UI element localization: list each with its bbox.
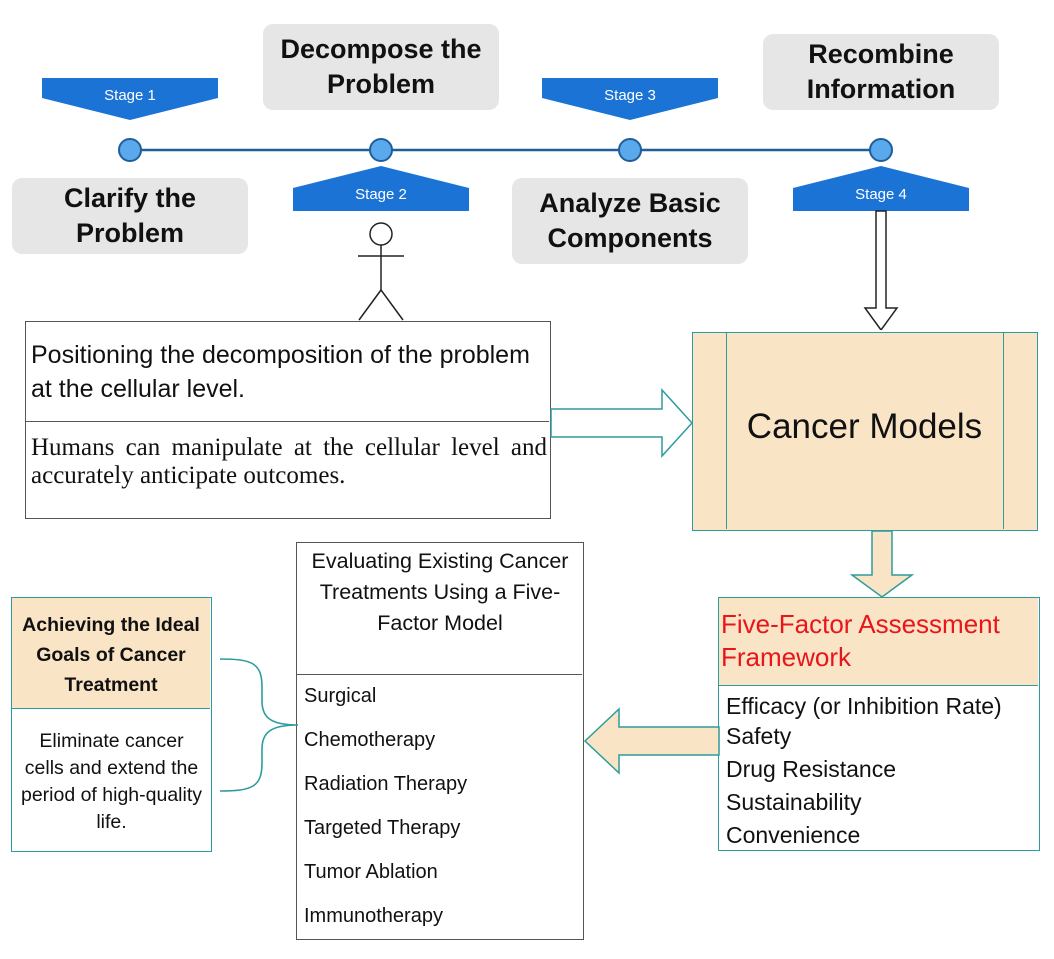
stage-1-tag: Stage 1 <box>104 87 156 104</box>
timeline-node-3 <box>618 138 642 162</box>
right-arrow-to-models <box>550 388 694 458</box>
down-arrow-to-framework <box>849 531 915 598</box>
treatment-ablation: Tumor Ablation <box>304 861 438 883</box>
treatment-radiation: Radiation Therapy <box>304 773 468 795</box>
stage-3-tag: Stage 3 <box>604 87 656 104</box>
stage-4-title: Recombine Information <box>763 34 999 110</box>
models-right-rule <box>1003 333 1004 529</box>
treatment-targeted: Targeted Therapy <box>304 817 461 839</box>
left-arrow-to-evaluation <box>583 707 720 775</box>
framework-header: Five-Factor Assessment Framework <box>719 598 1038 686</box>
factor-drug-resistance: Drug Resistance <box>726 756 897 782</box>
timeline-node-2 <box>369 138 393 162</box>
stage-4-down-arrow <box>863 210 899 330</box>
stage-2-tag: Stage 2 <box>355 186 407 203</box>
stage-4-banner <box>793 166 969 211</box>
cancer-models-box: Cancer Models <box>692 332 1038 531</box>
stage-2-title: Decompose the Problem <box>263 24 499 110</box>
timeline-node-4 <box>869 138 893 162</box>
goals-body: Eliminate cancer cells and extend the pe… <box>20 730 203 833</box>
stage-3-banner <box>542 78 718 120</box>
factor-efficacy: Efficacy (or Inhibition Rate) <box>726 693 1002 719</box>
treatment-chemotherapy: Chemotherapy <box>304 729 436 751</box>
stage-2-banner <box>293 166 469 211</box>
framework-factors: Efficacy (or Inhibition Rate) Safety Dru… <box>726 690 1038 852</box>
cancer-models-label: Cancer Models <box>746 407 983 446</box>
evaluation-divider <box>297 674 582 675</box>
stage-1-title: Clarify the Problem <box>12 178 248 254</box>
goals-box: Achieving the Ideal Goals of Cancer Trea… <box>11 597 212 852</box>
stage-4-tag: Stage 4 <box>855 186 907 203</box>
positioning-heading: Positioning the decomposition of the pro… <box>31 341 530 403</box>
factor-sustainability: Sustainability <box>726 789 862 815</box>
treatment-surgical: Surgical <box>304 685 377 707</box>
timeline-node-1 <box>118 138 142 162</box>
curly-brace <box>219 658 299 792</box>
factor-convenience: Convenience <box>726 822 861 848</box>
stick-figure-icon <box>358 222 404 321</box>
framework-box: Five-Factor Assessment Framework Efficac… <box>718 597 1040 851</box>
timeline-graphics <box>42 78 969 330</box>
positioning-body: Humans can manipulate at the cellular le… <box>31 434 547 489</box>
goals-header: Achieving the Ideal Goals of Cancer Trea… <box>12 598 210 709</box>
stage-1-banner <box>42 78 218 120</box>
framework-title: Five-Factor Assessment Framework <box>721 609 1000 672</box>
goals-title: Achieving the Ideal Goals of Cancer Trea… <box>22 614 200 696</box>
evaluation-box: Evaluating Existing Cancer Treatments Us… <box>296 542 584 940</box>
stage-3-title: Analyze Basic Components <box>512 178 748 264</box>
positioning-box: Positioning the decomposition of the pro… <box>25 321 551 519</box>
factor-safety: Safety <box>726 723 792 749</box>
positioning-divider <box>26 421 549 422</box>
treatment-immunotherapy: Immunotherapy <box>304 905 443 927</box>
evaluation-title: Evaluating Existing Cancer Treatments Us… <box>311 549 569 635</box>
models-left-rule <box>726 333 727 529</box>
